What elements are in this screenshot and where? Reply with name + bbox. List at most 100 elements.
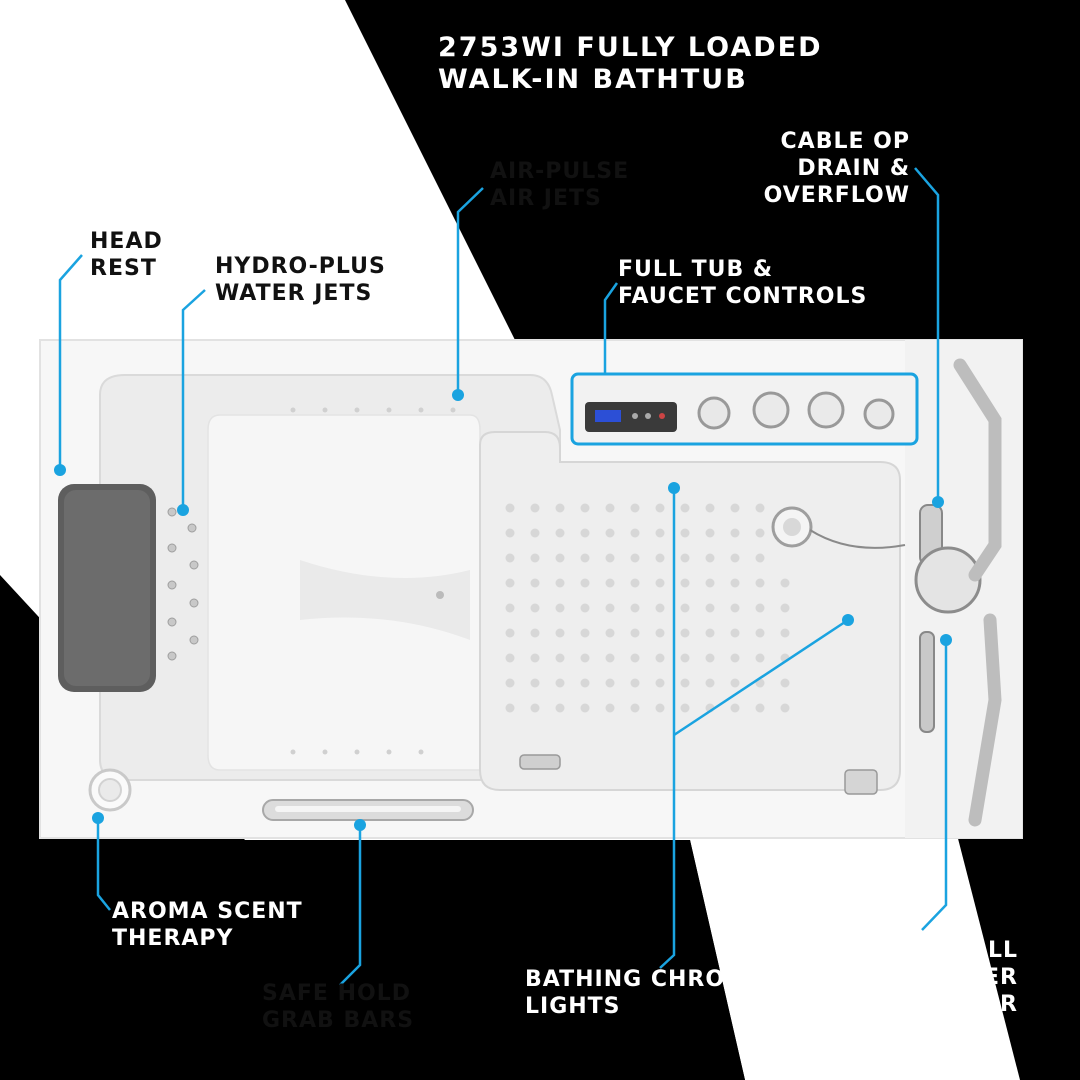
floor-dot (755, 578, 765, 588)
floor-dot (555, 603, 565, 613)
floor-dot (555, 628, 565, 638)
floor-dot (530, 578, 540, 588)
anti-slip-floor-dots (505, 503, 790, 713)
floor-dot (755, 528, 765, 538)
floor-dot (730, 603, 740, 613)
floor-dot (655, 503, 665, 513)
floor-dot (730, 628, 740, 638)
floor-dot (755, 503, 765, 513)
floor-dot (780, 578, 790, 588)
floor-dot (630, 653, 640, 663)
floor-dot (530, 503, 540, 513)
callout-aroma-line-2: THERAPY (112, 926, 234, 951)
callout-waterfall-line-3: & SPRAYER (870, 992, 1018, 1017)
floor-dot (555, 553, 565, 563)
hand-sprayer (919, 631, 935, 733)
faucet-knob-4 (863, 398, 895, 430)
floor-dot (780, 603, 790, 613)
door-latch (519, 754, 561, 770)
callout-waterfall: WATERFALL TUB FILLER & SPRAYER (866, 937, 1018, 1018)
floor-dot (580, 678, 590, 688)
callout-line-head-rest (58, 254, 83, 470)
callout-line-air-jets (456, 187, 484, 395)
background-black-wedge (245, 840, 745, 1080)
floor-dot (730, 703, 740, 713)
callout-chroma: BATHING CHROMA LIGHTS (525, 966, 766, 1020)
callout-line-grab-bars (339, 825, 362, 986)
callout-cable-op-line-2: DRAIN & (797, 156, 910, 181)
callout-hydro-plus-line-2: WATER JETS (215, 281, 373, 306)
floor-dot (580, 703, 590, 713)
callout-waterfall-line-1: WATERFALL (865, 938, 1018, 963)
floor-dot (605, 553, 615, 563)
floor-dot (680, 528, 690, 538)
floor-dot (580, 628, 590, 638)
floor-dot (680, 653, 690, 663)
floor-dot (580, 528, 590, 538)
floor-dot (730, 578, 740, 588)
floor-dot (680, 578, 690, 588)
air-jets-row (290, 407, 456, 755)
callout-chroma-line-1: BATHING CHROMA (525, 967, 766, 992)
floor-dot (755, 628, 765, 638)
page-title: 2753WI FULLY LOADED WALK-IN BATHTUB (438, 32, 823, 96)
callout-line-controls (603, 282, 619, 374)
side-grab-bar-bottom (968, 613, 1002, 827)
callout-hydro-plus-line-1: HYDRO-PLUS (215, 254, 386, 279)
floor-dot (655, 628, 665, 638)
floor-dot (680, 603, 690, 613)
floor-dot (580, 578, 590, 588)
floor-dot (705, 628, 715, 638)
head-rest-inner (64, 490, 150, 686)
floor-dot (580, 503, 590, 513)
callout-chroma-line-2: LIGHTS (525, 994, 621, 1019)
callout-head-rest-line-2: REST (90, 256, 157, 281)
floor-dot (605, 528, 615, 538)
floor-dot (655, 528, 665, 538)
floor-dot (505, 628, 515, 638)
floor-dot (655, 603, 665, 613)
floor-dot (605, 628, 615, 638)
floor-dot (705, 603, 715, 613)
callout-lines (58, 167, 948, 986)
floor-dot (605, 703, 615, 713)
sprayer-base (914, 546, 982, 614)
floor-dot (605, 653, 615, 663)
callout-waterfall-line-2: TUB FILLER (867, 965, 1018, 990)
floor-dot (505, 553, 515, 563)
floor-dot (655, 578, 665, 588)
callout-safe-hold-line-2: GRAB BARS (262, 1008, 415, 1033)
title-line-2: WALK-IN BATHTUB (438, 64, 748, 95)
floor-dot (530, 653, 540, 663)
floor-dot (680, 553, 690, 563)
floor-dot (505, 678, 515, 688)
callout-cable-op-line-1: CABLE OP (780, 129, 910, 154)
floor-dot (655, 678, 665, 688)
callout-line-aroma (96, 818, 111, 911)
callout-air-pulse: AIR-PULSE AIR JETS (490, 158, 629, 212)
floor-dot (730, 528, 740, 538)
floor-dot (555, 503, 565, 513)
floor-dot (705, 503, 715, 513)
floor-dot (505, 528, 515, 538)
floor-dot (730, 553, 740, 563)
floor-dot (705, 678, 715, 688)
floor-dot (630, 528, 640, 538)
floor-dot (530, 603, 540, 613)
floor-dot (555, 578, 565, 588)
floor-dot (630, 603, 640, 613)
title-line-1: 2753WI FULLY LOADED (438, 32, 823, 63)
callout-aroma-line-1: AROMA SCENT (112, 899, 303, 924)
floor-dot (730, 678, 740, 688)
floor-dot (530, 703, 540, 713)
faucet-knob-1 (697, 396, 731, 430)
floor-dot (755, 653, 765, 663)
floor-dot (780, 678, 790, 688)
floor-dot (705, 528, 715, 538)
faucet-knob-3 (807, 391, 845, 429)
floor-dot (680, 503, 690, 513)
side-grab-bar-top (953, 358, 1002, 582)
floor-dot (655, 653, 665, 663)
